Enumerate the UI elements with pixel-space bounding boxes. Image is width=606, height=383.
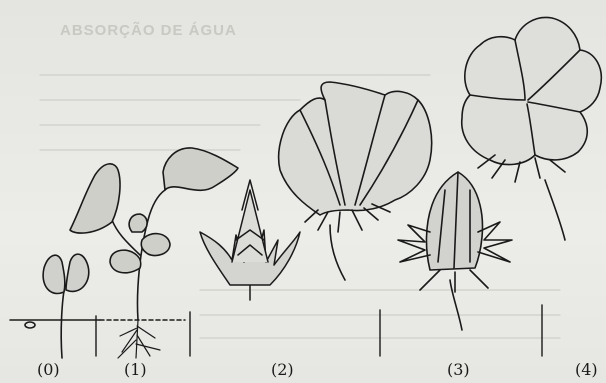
stage-label-4: (4)	[575, 360, 598, 379]
roots	[118, 320, 160, 358]
leaf-lower-right	[141, 234, 170, 256]
cotyledon-left	[43, 255, 65, 293]
flower-bud-stage-2	[200, 180, 300, 300]
stage-dividers	[96, 305, 542, 356]
open-flower-stage-3	[279, 82, 432, 280]
stage-label-2: (2)	[271, 360, 294, 379]
leaf-upper-right	[163, 148, 238, 190]
stage-label-3: (3)	[447, 360, 470, 379]
leaf-lower-left	[110, 250, 141, 273]
cotton-boll-stage-3	[398, 172, 512, 330]
seed-icon	[25, 322, 35, 328]
stage-label-1: (1)	[124, 360, 147, 379]
stage-label-0: (0)	[37, 360, 60, 379]
seedling-stage-0	[25, 254, 89, 358]
open-cotton-boll-stage-4	[462, 17, 602, 240]
cotyledon-right	[66, 254, 89, 291]
